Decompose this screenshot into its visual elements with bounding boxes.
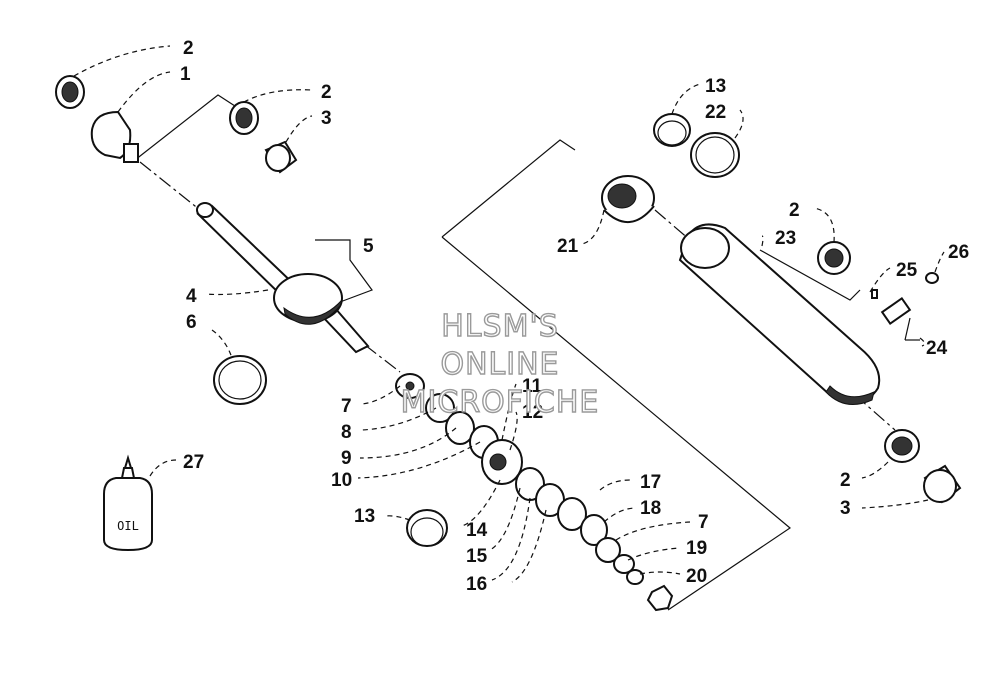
part-labels: 2 1 2 3 13 22 2 21 23 5 4 26 25 6 24 7 1…: [180, 38, 969, 595]
piston-valve-part-11-12: [481, 439, 523, 485]
bushing-part-2-right-top: [817, 241, 851, 275]
label-10: 10: [331, 470, 352, 491]
label-2-right-top: 2: [789, 200, 800, 221]
washer-stack-lower: [515, 467, 644, 585]
label-8: 8: [341, 422, 352, 443]
bushing-part-2-top: [229, 101, 259, 135]
label-3-right: 3: [840, 498, 851, 519]
label-2-top-left: 2: [183, 38, 194, 59]
label-7-upper: 7: [341, 396, 352, 417]
label-23: 23: [775, 228, 796, 249]
label-15: 15: [466, 546, 488, 567]
label-24: 24: [926, 338, 948, 359]
label-6: 6: [186, 312, 197, 333]
watermark-line-2: ONLINE: [440, 347, 559, 382]
label-3-top: 3: [321, 108, 332, 129]
label-2-right-bottom: 2: [840, 470, 851, 491]
label-22: 22: [705, 102, 726, 123]
watermark-line-1: HLSM'S: [441, 309, 559, 344]
oil-bottle-text: OIL: [117, 519, 139, 533]
valve-part-24: [880, 296, 912, 326]
label-2-top: 2: [321, 82, 332, 103]
label-25: 25: [896, 260, 918, 281]
piston-rod-part-4: [196, 202, 370, 354]
label-9: 9: [341, 448, 352, 469]
label-5: 5: [363, 236, 374, 257]
label-26: 26: [948, 242, 969, 263]
sleeve-part-3-right: [923, 464, 962, 504]
nut-part-20: [646, 584, 674, 612]
label-12: 12: [522, 402, 543, 423]
reservoir-cap-part-21: [601, 175, 655, 224]
bushing-part-2-top-left: [55, 75, 85, 109]
label-14: 14: [466, 520, 488, 541]
piston-assembly-part-5: [273, 273, 343, 325]
shock-body-part-23: [678, 223, 881, 405]
label-27: 27: [183, 452, 204, 473]
label-17: 17: [640, 472, 661, 493]
label-7-lower: 7: [698, 512, 709, 533]
label-13-top: 13: [705, 76, 726, 97]
fitting-part-25: [871, 289, 878, 299]
fitting-part-26: [925, 272, 939, 284]
label-1: 1: [180, 64, 191, 85]
label-11: 11: [522, 376, 543, 397]
label-20: 20: [686, 566, 707, 587]
label-13-lower: 13: [354, 506, 375, 527]
oil-bottle-part-27: OIL: [103, 454, 153, 552]
seal-part-22: [690, 132, 740, 178]
sleeve-part-3-top: [264, 140, 298, 174]
ring-part-13-lower: [406, 509, 448, 547]
assembly-lines: [134, 94, 920, 611]
label-21: 21: [557, 236, 579, 257]
eyelet-part-1: [90, 110, 139, 163]
label-19: 19: [686, 538, 707, 559]
label-18: 18: [640, 498, 661, 519]
watermark-line-3: MICROFICHE: [401, 385, 600, 420]
label-4: 4: [186, 286, 197, 307]
ring-part-13-upper: [653, 113, 691, 147]
leader-lines: [73, 45, 945, 583]
label-16: 16: [466, 574, 487, 595]
watermark: HLSM'S ONLINE MICROFICHE: [400, 308, 600, 420]
o-ring-part-6: [213, 355, 267, 405]
bushing-part-2-right-bottom: [884, 429, 920, 463]
